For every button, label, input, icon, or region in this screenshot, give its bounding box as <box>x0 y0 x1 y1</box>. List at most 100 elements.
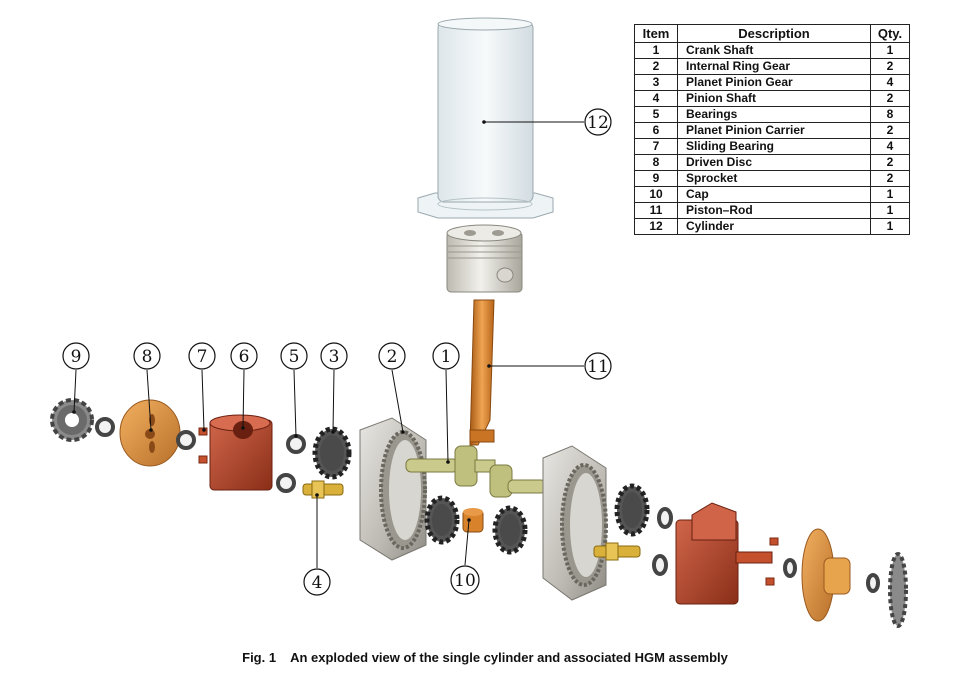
table-row: 6 Planet Pinion Carrier 2 <box>634 122 910 139</box>
cell-description: Pinion Shaft <box>677 90 871 107</box>
bearing-part <box>783 558 797 578</box>
pinion-shaft-part <box>593 542 641 561</box>
callout-8: 8 <box>133 342 161 370</box>
crank-shaft-part <box>405 445 547 498</box>
cell-qty: 2 <box>870 90 910 107</box>
internal-ring-gear-part <box>359 417 427 561</box>
callout-2: 2 <box>378 342 406 370</box>
table-row: 12 Cylinder 1 <box>634 218 910 235</box>
callout-7: 7 <box>188 342 216 370</box>
planet-pinion-carrier-part <box>209 414 273 491</box>
callout-11-label: 11 <box>587 357 609 377</box>
cell-item: 8 <box>634 154 678 171</box>
cell-description: Cylinder <box>677 218 871 235</box>
leader-dots <box>72 120 491 522</box>
callout-1-label: 1 <box>441 347 452 367</box>
cell-qty: 2 <box>870 170 910 187</box>
cell-item: 3 <box>634 74 678 91</box>
callout-5: 5 <box>280 342 308 370</box>
callout-3-label: 3 <box>329 347 340 367</box>
cell-qty: 4 <box>870 138 910 155</box>
table-row: 4 Pinion Shaft 2 <box>634 90 910 107</box>
bearing-part <box>95 417 115 437</box>
planet-pinion-gear-part <box>424 495 460 545</box>
callout-11: 11 <box>584 352 612 380</box>
cell-item: 5 <box>634 106 678 123</box>
planet-pinion-gear-part <box>614 483 650 537</box>
callout-7-label: 7 <box>197 347 208 367</box>
cell-item: 10 <box>634 186 678 203</box>
callout-3: 3 <box>320 342 348 370</box>
header-description: Description <box>677 24 871 43</box>
bearing-part <box>866 573 880 593</box>
cell-qty: 4 <box>870 74 910 91</box>
sliding-bearing-part <box>769 537 779 546</box>
cell-description: Sliding Bearing <box>677 138 871 155</box>
cell-qty: 1 <box>870 202 910 219</box>
table-row: 5 Bearings 8 <box>634 106 910 123</box>
cell-qty: 1 <box>870 218 910 235</box>
cell-qty: 2 <box>870 122 910 139</box>
cell-description: Sprocket <box>677 170 871 187</box>
table-header-row: Item Description Qty. <box>634 24 910 43</box>
cell-description: Driven Disc <box>677 154 871 171</box>
cell-item: 1 <box>634 42 678 59</box>
table-row: 2 Internal Ring Gear 2 <box>634 58 910 75</box>
cell-qty: 2 <box>870 154 910 171</box>
cell-item: 4 <box>634 90 678 107</box>
table-row: 9 Sprocket 2 <box>634 170 910 187</box>
planet-pinion-gear-part <box>312 426 352 480</box>
bearing-part <box>657 507 673 529</box>
cylinder-part <box>417 17 554 219</box>
callout-4: 4 <box>303 568 331 596</box>
cell-item: 9 <box>634 170 678 187</box>
cell-item: 12 <box>634 218 678 235</box>
callout-12: 12 <box>584 108 612 136</box>
cell-qty: 1 <box>870 42 910 59</box>
caption-text: An exploded view of the single cylinder … <box>290 650 728 665</box>
callout-8-label: 8 <box>142 347 153 367</box>
cell-item: 6 <box>634 122 678 139</box>
callout-2-label: 2 <box>387 347 398 367</box>
leader-lines <box>73 121 584 568</box>
callout-1: 1 <box>432 342 460 370</box>
callout-10: 10 <box>450 565 480 595</box>
table-row: 7 Sliding Bearing 4 <box>634 138 910 155</box>
header-item: Item <box>634 24 678 43</box>
cell-qty: 8 <box>870 106 910 123</box>
table-row: 1 Crank Shaft 1 <box>634 42 910 59</box>
cell-description: Planet Pinion Carrier <box>677 122 871 139</box>
bearing-part <box>276 473 296 493</box>
driven-disc-part <box>119 399 181 467</box>
sliding-bearing-part <box>198 455 208 464</box>
header-qty: Qty. <box>870 24 910 43</box>
piston-part <box>446 224 523 293</box>
cell-qty: 1 <box>870 186 910 203</box>
cell-description: Piston–Rod <box>677 202 871 219</box>
cell-item: 2 <box>634 58 678 75</box>
bearing-part <box>652 554 668 576</box>
callout-12-label: 12 <box>587 113 609 133</box>
table-row: 11 Piston–Rod 1 <box>634 202 910 219</box>
cell-description: Planet Pinion Gear <box>677 74 871 91</box>
callout-6: 6 <box>230 342 258 370</box>
cell-item: 11 <box>634 202 678 219</box>
callout-10-label: 10 <box>454 571 476 591</box>
sliding-bearing-part <box>198 427 208 436</box>
sliding-bearing-part <box>765 577 775 586</box>
cell-description: Cap <box>677 186 871 203</box>
callout-9: 9 <box>62 342 90 370</box>
callout-5-label: 5 <box>289 347 300 367</box>
driven-disc-part <box>801 528 851 622</box>
cell-item: 7 <box>634 138 678 155</box>
sprocket-part <box>888 552 908 628</box>
cell-qty: 2 <box>870 58 910 75</box>
cell-description: Crank Shaft <box>677 42 871 59</box>
cell-description: Internal Ring Gear <box>677 58 871 75</box>
connecting-rod-part <box>469 299 495 446</box>
cell-description: Bearings <box>677 106 871 123</box>
table-row: 3 Planet Pinion Gear 4 <box>634 74 910 91</box>
table-row: 10 Cap 1 <box>634 186 910 203</box>
